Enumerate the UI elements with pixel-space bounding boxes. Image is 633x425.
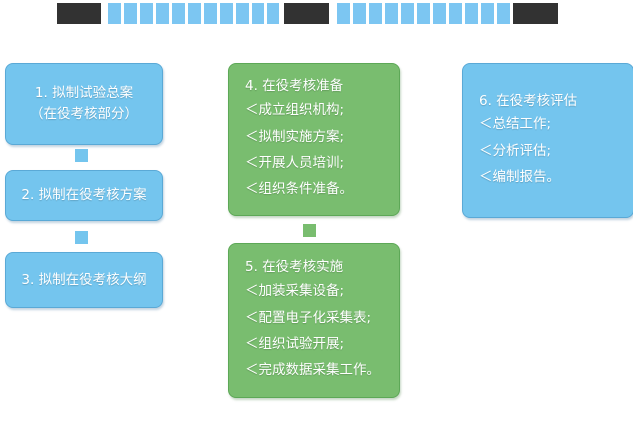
- list-item: ＜配置电子化采集表;: [245, 309, 372, 326]
- connector-4-5: [303, 224, 316, 237]
- node-6-item-list: ＜总结工作; ＜分析评估; ＜编制报告。: [463, 111, 633, 190]
- node-6[interactable]: 6. 在役考核评估 ＜总结工作; ＜分析评估; ＜编制报告。: [462, 63, 633, 218]
- blue-block: [220, 3, 233, 24]
- list-item: ＜加装采集设备;: [245, 283, 345, 300]
- node-3[interactable]: 3. 拟制在役考核大纲: [5, 252, 163, 308]
- list-item: ＜完成数据采集工作。: [245, 362, 380, 379]
- node-2-title: 2. 拟制在役考核方案: [21, 187, 147, 204]
- blue-block: [252, 3, 264, 24]
- node-5-title: 5. 在役考核实施: [245, 259, 344, 276]
- blue-block: [401, 3, 414, 24]
- list-item: ＜组织条件准备。: [245, 181, 353, 198]
- redacted-title-bar: [0, 0, 633, 30]
- blue-block: [337, 3, 350, 24]
- blue-block: [267, 3, 279, 24]
- blue-block: [236, 3, 249, 24]
- blue-block: [124, 3, 137, 24]
- node-5-item-list: ＜加装采集设备; ＜配置电子化采集表; ＜组织试验开展; ＜完成数据采集工作。: [229, 278, 399, 383]
- node-5[interactable]: 5. 在役考核实施 ＜加装采集设备; ＜配置电子化采集表; ＜组织试验开展; ＜完成数据…: [228, 243, 400, 398]
- redaction-block: [57, 3, 101, 24]
- node-4-title: 4. 在役考核准备: [245, 78, 344, 95]
- list-item: ＜组织试验开展;: [245, 335, 345, 352]
- blue-block: [417, 3, 430, 24]
- blue-block: [188, 3, 201, 24]
- blue-block: [433, 3, 446, 24]
- node-4-item-list: ＜成立组织机构; ＜拟制实施方案; ＜开展人员培训; ＜组织条件准备。: [229, 97, 399, 202]
- blue-block: [481, 3, 494, 24]
- node-1-title: 1. 拟制试验总案: [34, 85, 134, 102]
- connector-2-3: [75, 231, 88, 244]
- node-2[interactable]: 2. 拟制在役考核方案: [5, 170, 163, 221]
- blue-block: [140, 3, 153, 24]
- list-item: ＜编制报告。: [479, 169, 560, 186]
- blue-block: [156, 3, 169, 24]
- blue-block: [108, 3, 121, 24]
- node-1[interactable]: 1. 拟制试验总案 （在役考核部分）: [5, 63, 163, 145]
- list-item: ＜成立组织机构;: [245, 102, 345, 119]
- list-item: ＜总结工作;: [479, 116, 552, 133]
- node-1-subtitle: （在役考核部分）: [30, 106, 138, 122]
- blue-block: [465, 3, 478, 24]
- blue-block: [204, 3, 217, 24]
- connector-1-2: [75, 149, 88, 162]
- blue-block: [385, 3, 398, 24]
- blue-block: [497, 3, 510, 24]
- blue-block: [172, 3, 185, 24]
- node-3-title: 3. 拟制在役考核大纲: [21, 271, 147, 288]
- node-6-title: 6. 在役考核评估: [479, 92, 578, 109]
- blue-block: [353, 3, 366, 24]
- node-4[interactable]: 4. 在役考核准备 ＜成立组织机构; ＜拟制实施方案; ＜开展人员培训; ＜组织条件准备…: [228, 63, 400, 216]
- redaction-block: [284, 3, 329, 24]
- blue-block: [369, 3, 382, 24]
- list-item: ＜拟制实施方案;: [245, 128, 345, 145]
- blue-block: [449, 3, 462, 24]
- redaction-block: [513, 3, 558, 24]
- list-item: ＜开展人员培训;: [245, 154, 345, 171]
- list-item: ＜分析评估;: [479, 142, 552, 159]
